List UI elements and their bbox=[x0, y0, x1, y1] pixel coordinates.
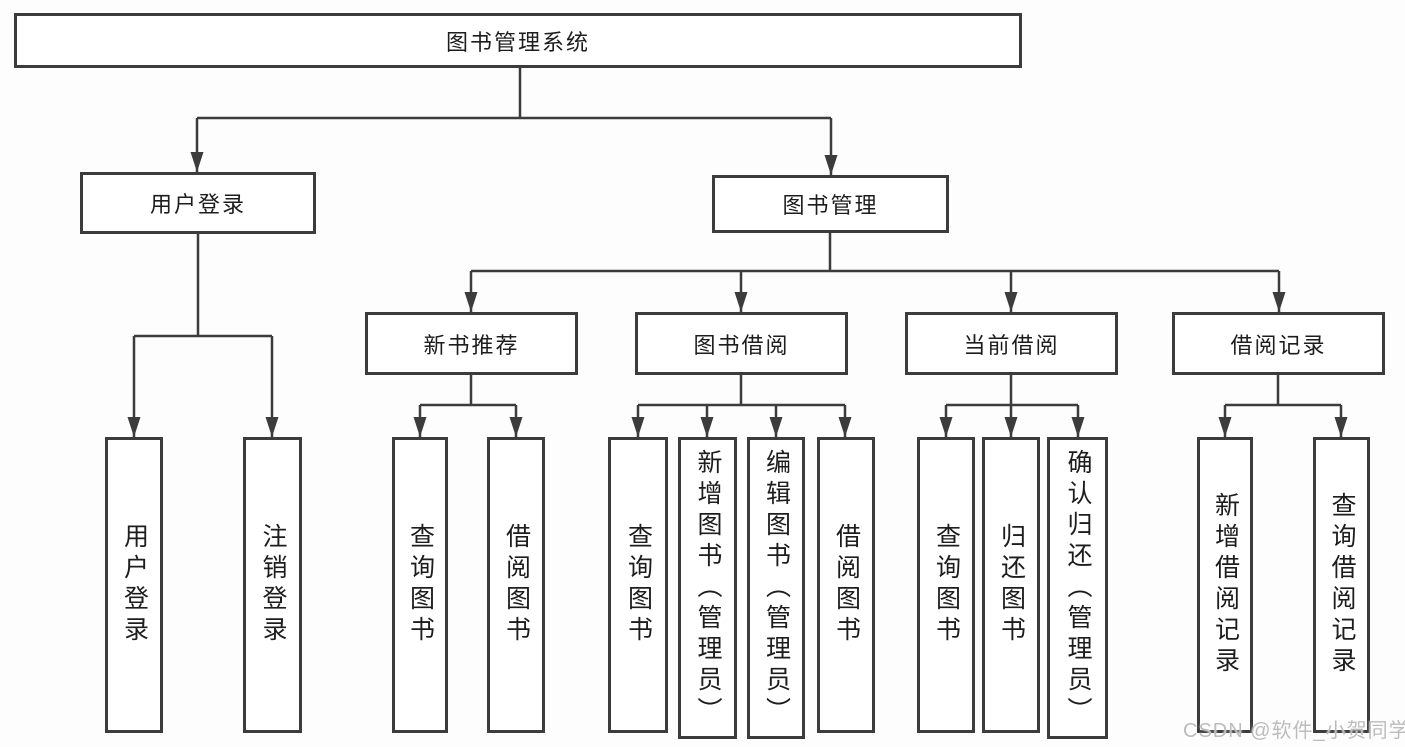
node-nb-query: 查询图书 bbox=[392, 437, 448, 733]
node-user-login-group-label: 用户登录 bbox=[149, 192, 246, 217]
node-br-add-label: 新增借阅记录 bbox=[1211, 492, 1240, 678]
node-root-label: 图书管理系统 bbox=[445, 29, 590, 55]
node-book-borrow-label: 图书借阅 bbox=[693, 332, 790, 358]
node-borrow-records-label: 借阅记录 bbox=[1230, 332, 1327, 358]
node-bb-edit-label: 编辑图书（管理员） bbox=[762, 448, 791, 728]
node-cb-return: 归还图书 bbox=[982, 437, 1040, 733]
node-bb-query-label: 查询图书 bbox=[624, 523, 653, 647]
node-br-add: 新增借阅记录 bbox=[1197, 437, 1253, 733]
node-nb-borrow-label: 借阅图书 bbox=[502, 523, 531, 647]
node-user-login-group: 用户登录 bbox=[80, 172, 316, 234]
node-bb-borrow: 借阅图书 bbox=[817, 437, 875, 733]
node-logout-label: 注销登录 bbox=[259, 523, 287, 647]
node-bb-edit: 编辑图书（管理员） bbox=[747, 437, 805, 739]
node-user-login-label: 用户登录 bbox=[120, 523, 149, 647]
arrowheads bbox=[127, 152, 1348, 437]
node-br-query-label: 查询借阅记录 bbox=[1328, 492, 1356, 678]
node-cb-query: 查询图书 bbox=[917, 437, 975, 733]
node-cb-return-label: 归还图书 bbox=[997, 523, 1026, 647]
node-logout: 注销登录 bbox=[243, 437, 302, 733]
node-book-mgmt-group: 图书管理 bbox=[712, 175, 949, 233]
node-current-borrow: 当前借阅 bbox=[905, 312, 1118, 375]
node-book-borrow: 图书借阅 bbox=[635, 312, 848, 375]
node-bb-add-label: 新增图书（管理员） bbox=[694, 448, 722, 728]
node-bb-borrow-label: 借阅图书 bbox=[832, 523, 861, 647]
node-bb-query: 查询图书 bbox=[608, 437, 668, 733]
node-cb-confirm-label: 确认归还（管理员） bbox=[1064, 448, 1092, 728]
csdn-watermark: CSDN @软件_小贺同学 bbox=[1183, 720, 1405, 742]
node-new-book-rec: 新书推荐 bbox=[365, 312, 578, 375]
node-bb-add: 新增图书（管理员） bbox=[678, 437, 737, 739]
node-root: 图书管理系统 bbox=[14, 13, 1022, 68]
node-new-book-rec-label: 新书推荐 bbox=[423, 332, 520, 358]
node-nb-query-label: 查询图书 bbox=[406, 523, 435, 647]
node-current-borrow-label: 当前借阅 bbox=[963, 332, 1060, 358]
node-user-login: 用户登录 bbox=[105, 437, 163, 733]
node-book-mgmt-group-label: 图书管理 bbox=[782, 193, 879, 218]
node-cb-confirm: 确认归还（管理员） bbox=[1047, 437, 1108, 739]
node-br-query: 查询借阅记录 bbox=[1313, 437, 1370, 733]
node-borrow-records: 借阅记录 bbox=[1172, 312, 1385, 375]
node-cb-query-label: 查询图书 bbox=[932, 523, 961, 647]
node-nb-borrow: 借阅图书 bbox=[487, 437, 545, 733]
